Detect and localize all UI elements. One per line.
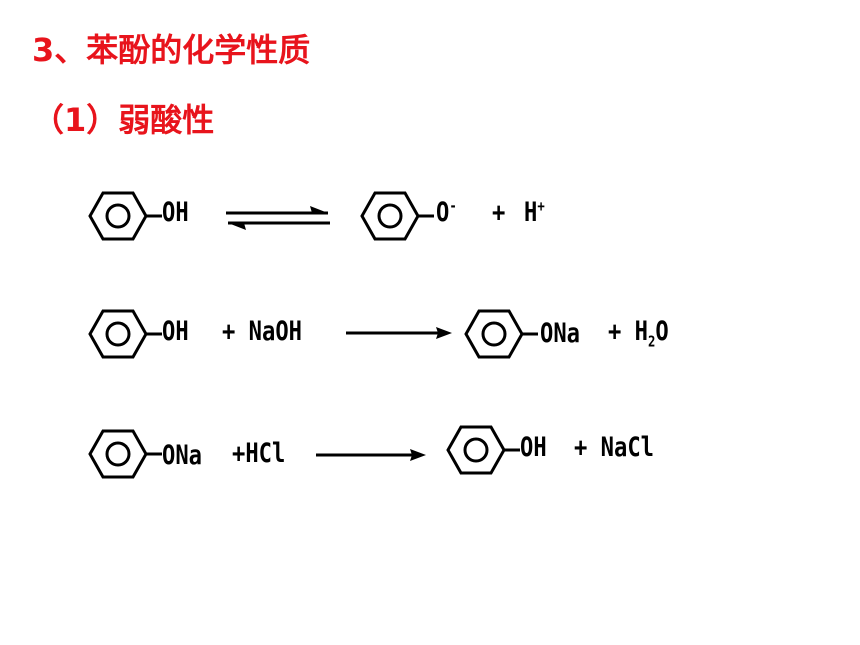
product-group-label: OH: [520, 432, 547, 463]
reagent-label: +HCl: [232, 438, 286, 469]
plus-sign: +: [492, 197, 506, 228]
reactant-group-label: ONa: [162, 440, 203, 471]
section-heading: 3、苯酚的化学性质: [32, 31, 311, 69]
phenoxide-label: O-: [436, 197, 457, 228]
byproduct-suffix: O: [655, 316, 669, 347]
benzene-ring-icon: [360, 191, 434, 241]
reactant-group-label: OH: [162, 316, 189, 347]
benzene-ring-icon: [88, 309, 162, 359]
subscript-number: 2: [648, 332, 656, 351]
reaction-arrow-icon: [316, 449, 426, 461]
reagent-label: + NaOH: [222, 316, 302, 347]
water-label: + H2O: [608, 316, 669, 349]
byproduct-prefix: + H: [608, 316, 649, 347]
hydrogen-ion-label: H+: [524, 197, 545, 228]
byproduct-label: + NaCl: [574, 432, 654, 463]
subsection-heading: （1）弱酸性: [32, 101, 215, 139]
benzene-ring-icon: [446, 425, 520, 475]
charge-superscript: +: [537, 197, 545, 215]
benzene-ring-icon: [88, 191, 162, 241]
benzene-ring-icon: [88, 429, 162, 479]
byproduct-label: H: [524, 197, 538, 228]
equilibrium-arrow-icon: [226, 206, 330, 230]
charge-superscript: -: [449, 197, 457, 215]
product-group-label: ONa: [540, 318, 581, 349]
product-group-label: O: [436, 197, 450, 228]
reaction-arrow-icon: [346, 327, 452, 339]
reactant-group-label: OH: [162, 197, 189, 228]
benzene-ring-icon: [464, 309, 538, 359]
